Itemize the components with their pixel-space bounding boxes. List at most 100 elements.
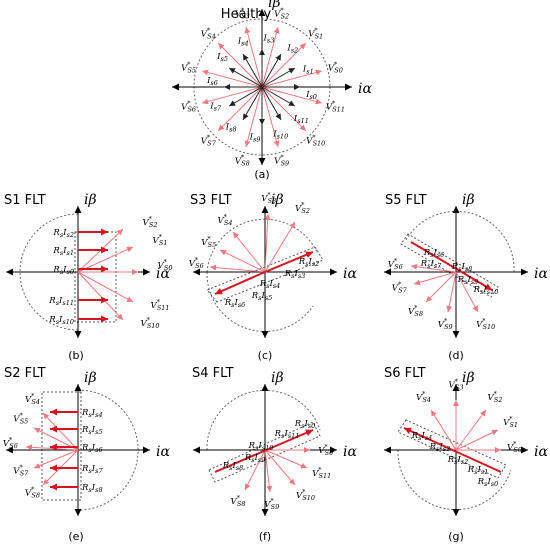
panel-s5-caption: (d) [448, 349, 464, 362]
voltage-vector [217, 42, 263, 88]
vector-label-vstars10: V*S10 [140, 316, 159, 330]
voltage-vector [244, 86, 263, 148]
alpha-axis-left-arrow [384, 446, 391, 454]
vector-label-vstars4: V*S4 [416, 390, 431, 404]
voltage-vector [217, 86, 263, 132]
alpha-axis-label: iα [156, 266, 170, 282]
vector-label-rsis3: RsIs3 [284, 269, 306, 280]
fault-region-box [41, 391, 82, 501]
panel-s4-title: S4 FLT [192, 366, 234, 381]
vector-label-vstars0: V*S0 [507, 440, 522, 454]
vector-label-vstars8: V*S8 [231, 494, 246, 508]
panel-s3-title: S3 FLT [190, 193, 232, 208]
panel-healthy-caption: (a) [254, 168, 269, 181]
vector-label-vstars11: V*S11 [312, 466, 331, 480]
vector-label-rsis0: RsIs0 [294, 419, 316, 430]
beta-axis-bottom-arrow [74, 331, 82, 338]
current-vector [261, 86, 282, 121]
vector-label-vstars6: V*S6 [388, 257, 403, 271]
voltage-vector [261, 86, 307, 132]
beta-axis-label: iβ [84, 370, 97, 386]
voltage-vector [455, 429, 499, 451]
alpha-axis-left-arrow [193, 446, 200, 454]
vector-label-rsis2: RsIs2 [447, 455, 469, 466]
panel-s3-caption: (c) [258, 349, 273, 362]
beta-axis-label: iβ [268, 0, 281, 11]
voltage-vector [261, 69, 323, 88]
voltage-vector [264, 449, 296, 486]
voltage-vector [232, 231, 266, 273]
vector-label-rsis10: RsIs10 [48, 315, 74, 326]
current-vector [228, 67, 263, 88]
current-vector [261, 53, 282, 88]
panel-s5-title: S5 FLT [385, 193, 427, 208]
vector-label-vstars8: V*S8 [25, 486, 40, 500]
vector-label-rsis0: RsIs0 [52, 265, 74, 276]
fault-region-box [400, 233, 499, 298]
voltage-vector [42, 412, 79, 451]
vector-label-rsis1: RsIs1 [52, 246, 74, 257]
panel-s1-diagram: iαiβV*S2V*S1V*S0V*S11V*S10RsIs2RsIs1RsIs… [6, 192, 172, 338]
vector-label-rsis11: RsIs11 [48, 296, 74, 307]
vector-label-vstars5: V*S5 [13, 411, 28, 425]
alpha-axis-label: iα [343, 444, 357, 460]
panel-s1-caption: (b) [68, 349, 84, 362]
vector-label-rsis4: RsIs4 [81, 408, 103, 419]
vector-label-rsis4: RsIs4 [411, 431, 433, 442]
vector-label-vstars9: V*S9 [438, 317, 453, 331]
panel-healthy-diagram: iαiβV*S0Is0V*S1Is1V*S2Is2V*S3Is3V*S4Is4V… [172, 0, 372, 167]
vector-label-vstars9: V*S9 [264, 497, 279, 511]
limit-arc [397, 449, 512, 511]
panel-s1: S1 FLT (b) iαiβV*S2V*S1V*S0V*S11V*S10RsI… [4, 192, 172, 362]
vector-label-is1: Is1 [302, 64, 314, 75]
fault-region-box [208, 421, 321, 483]
alpha-axis-left-arrow [384, 268, 391, 276]
panel-s4: S4 FLT (f) iαiβV*S0V*S11V*S10V*S9V*S8RsI… [192, 366, 357, 543]
voltage-vector [425, 271, 457, 303]
alpha-axis-left-arrow [193, 268, 200, 276]
voltage-vector [77, 271, 124, 321]
vector-label-vstars10: V*S10 [306, 134, 325, 148]
vector-label-vstars7: V*S7 [392, 281, 408, 295]
beta-axis-label: iβ [84, 192, 97, 208]
voltage-vector [219, 249, 266, 273]
alpha-axis-label: iα [534, 444, 548, 460]
vector-label-rsis3: RsIs3 [429, 442, 451, 453]
vector-label-vstars4: V*S4 [201, 26, 216, 40]
vector-label-vstars3: V*S3 [261, 191, 276, 205]
alpha-axis-left-arrow [172, 83, 179, 91]
voltage-vector [77, 271, 134, 303]
current-vector [261, 86, 296, 107]
vector-label-rsis6: RsIs6 [81, 443, 103, 454]
vector-label-vstars5: V*S5 [181, 60, 196, 74]
beta-axis-bottom-arrow [261, 331, 269, 338]
voltage-vector [446, 271, 457, 313]
panel-s6-caption: (g) [448, 530, 464, 543]
vector-label-vstars5: V*S5 [201, 235, 216, 249]
beta-axis-bottom-arrow [74, 509, 82, 516]
vector-label-vstars2: V*S2 [488, 390, 503, 404]
panel-s6-title: S6 FLT [384, 366, 426, 381]
vector-label-vstars9: V*S9 [274, 153, 289, 167]
limit-arc [206, 218, 318, 273]
beta-axis-bottom-arrow [452, 509, 460, 516]
vector-label-is10: Is10 [272, 129, 288, 140]
vector-label-rsis1: RsIs1 [467, 465, 489, 476]
voltage-vector [430, 409, 457, 451]
panel-s2-caption: (e) [68, 530, 83, 543]
alpha-axis-label: iα [156, 444, 170, 460]
fault-region-box [206, 246, 324, 303]
beta-axis-bottom-arrow [261, 509, 269, 516]
vector-label-vstars2: V*S2 [143, 215, 158, 229]
resistive-drop-vector [264, 251, 314, 273]
beta-axis-bottom-arrow [452, 331, 460, 338]
alpha-axis-label: iα [534, 266, 548, 282]
current-vector [228, 86, 263, 107]
voltage-vector [264, 221, 296, 273]
beta-axis-bottom-arrow [258, 158, 266, 165]
vector-label-is11: Is11 [293, 114, 309, 125]
vector-label-is8: Is8 [225, 122, 237, 133]
